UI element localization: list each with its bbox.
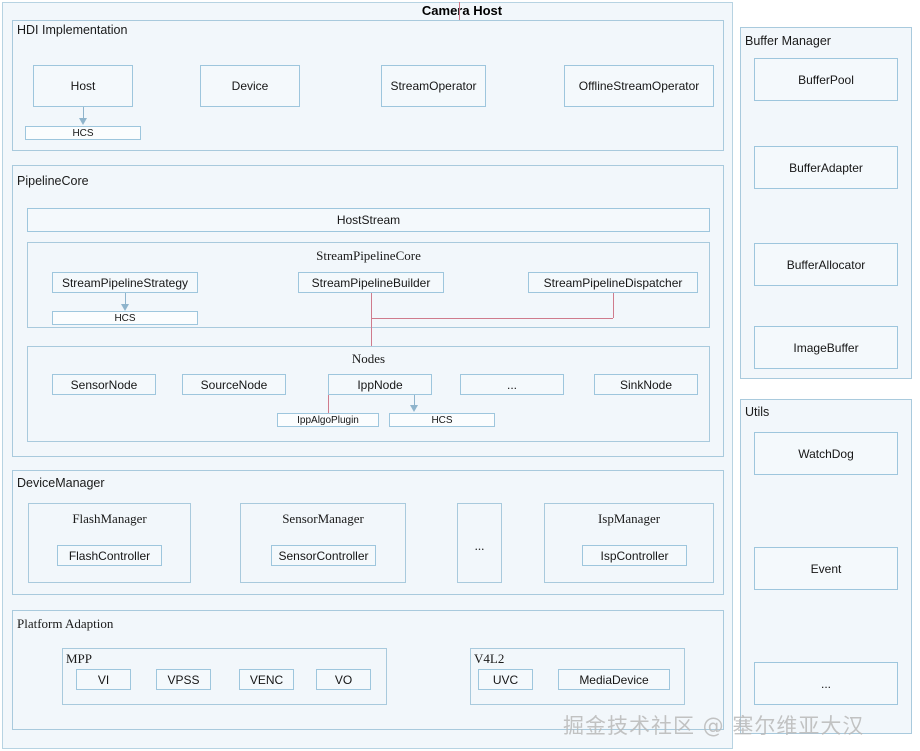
panel-sensor-manager (240, 503, 406, 583)
host-to-hcs-arrowhead (79, 118, 87, 125)
host-to-hcs-line (83, 107, 84, 120)
node-watchdog[interactable]: WatchDog (754, 432, 898, 475)
panel-isp-manager (544, 503, 714, 583)
strategy-to-hcs-arrowhead (121, 304, 129, 311)
node-host[interactable]: Host (33, 65, 133, 107)
node-streampipelinestrategy[interactable]: StreamPipelineStrategy (52, 272, 198, 293)
node-nodes-ellipsis: ... (460, 374, 564, 395)
panel-hdi-label: HDI Implementation (17, 23, 128, 37)
panel-flash-manager (28, 503, 191, 583)
ippnode-to-hcs-arrowhead (410, 405, 418, 412)
nodes-connector-drop (371, 318, 372, 346)
node-streampipelinedispatcher[interactable]: StreamPipelineDispatcher (528, 272, 698, 293)
node-vi[interactable]: VI (76, 669, 131, 690)
node-mediadevice[interactable]: MediaDevice (558, 669, 670, 690)
panel-device-manager-ellipsis-label: ... (474, 538, 485, 553)
panel-isp-manager-label: IspManager (597, 511, 661, 526)
panel-platform-adaption-label: Platform Adaption (17, 616, 114, 631)
node-bufferallocator[interactable]: BufferAllocator (754, 243, 898, 286)
panel-v4l2-label: V4L2 (474, 651, 505, 666)
node-ippalgoplugin[interactable]: IppAlgoPlugin (277, 413, 379, 427)
node-sensornode[interactable]: SensorNode (52, 374, 156, 395)
panel-pipeline-core-label: PipelineCore (17, 174, 89, 188)
node-sensorcontroller[interactable]: SensorController (271, 545, 376, 566)
page-title: Camera Host (421, 3, 503, 18)
node-utils-ellipsis: ... (754, 662, 898, 705)
builder-dispatcher-bus (371, 318, 613, 319)
panel-mpp-label: MPP (66, 651, 93, 666)
panel-device-manager-label: DeviceManager (17, 476, 105, 490)
node-ispcontroller[interactable]: IspController (582, 545, 687, 566)
node-streamoperator[interactable]: StreamOperator (381, 65, 486, 107)
node-host-hcs[interactable]: HCS (25, 126, 141, 140)
node-bufferpool[interactable]: BufferPool (754, 58, 898, 101)
node-imagebuffer[interactable]: ImageBuffer (754, 326, 898, 369)
node-sinknode[interactable]: SinkNode (594, 374, 698, 395)
node-strategy-hcs[interactable]: HCS (52, 311, 198, 325)
ippnode-to-ippalgoplugin-line (328, 395, 329, 413)
node-vo[interactable]: VO (316, 669, 371, 690)
panel-device-manager-ellipsis (457, 503, 502, 583)
dispatcher-connector-vertical (613, 293, 614, 318)
node-venc[interactable]: VENC (239, 669, 294, 690)
node-hoststream[interactable]: HostStream (27, 208, 710, 232)
panel-buffer-manager-label: Buffer Manager (745, 34, 831, 48)
watermark: 掘金技术社区 @ 塞尔维亚大汉 (563, 714, 865, 738)
ippnode-to-hcs-line (414, 395, 415, 406)
node-streampipelinebuilder[interactable]: StreamPipelineBuilder (298, 272, 444, 293)
node-event[interactable]: Event (754, 547, 898, 590)
node-device[interactable]: Device (200, 65, 300, 107)
node-uvc[interactable]: UVC (478, 669, 533, 690)
panel-utils-label: Utils (745, 405, 770, 419)
node-ippnode[interactable]: IppNode (328, 374, 432, 395)
panel-sensor-manager-label: SensorManager (282, 511, 364, 526)
node-ipp-hcs[interactable]: HCS (389, 413, 495, 427)
builder-connector-vertical (371, 293, 372, 318)
strategy-to-hcs-line (125, 293, 126, 305)
panel-flash-manager-label: FlashManager (72, 511, 147, 526)
node-flashcontroller[interactable]: FlashController (57, 545, 162, 566)
panel-nodes-label: Nodes (351, 351, 386, 366)
node-sourcenode[interactable]: SourceNode (182, 374, 286, 395)
node-offlinestreamoperator[interactable]: OfflineStreamOperator (564, 65, 714, 107)
panel-stream-pipeline-core-label: StreamPipelineCore (316, 248, 421, 263)
node-vpss[interactable]: VPSS (156, 669, 211, 690)
node-bufferadapter[interactable]: BufferAdapter (754, 146, 898, 189)
